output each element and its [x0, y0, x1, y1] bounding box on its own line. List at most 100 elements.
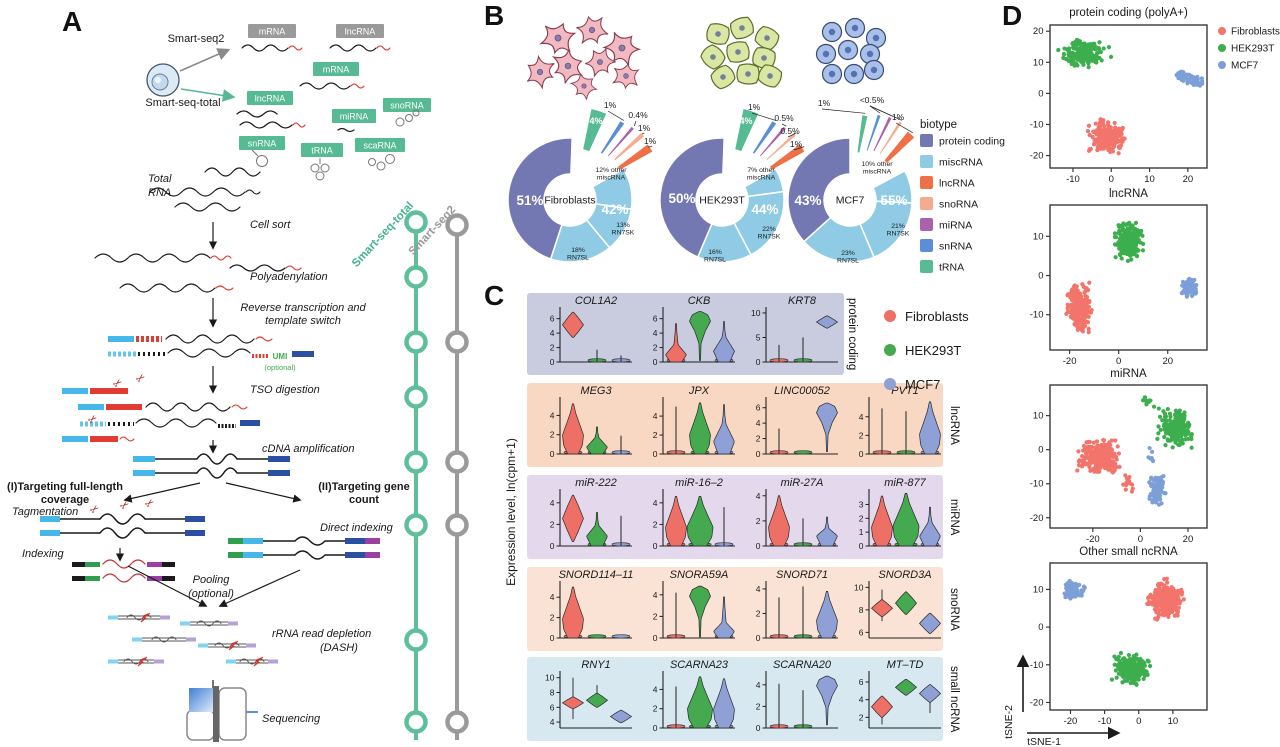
- svg-text:Indexing: Indexing: [22, 548, 64, 560]
- violin-Fibroblasts: [769, 344, 789, 363]
- mcf7-cell-icon: [844, 17, 866, 39]
- svg-text:0.5%: 0.5%: [780, 126, 800, 136]
- svg-text:Smart-seq2: Smart-seq2: [168, 33, 225, 45]
- donut-Fibroblasts: 4%1%0.4%1%1%51%42%12% othermiscRNA13%RN7…: [507, 100, 657, 263]
- svg-text:tRNA: tRNA: [939, 262, 964, 274]
- svg-text:0: 0: [653, 633, 658, 643]
- donut-MCF7: 1%<0.5%1%43%55%10% othermiscRNA21%RN7SK2…: [787, 95, 916, 265]
- violin-MCF7: [919, 612, 941, 634]
- violin-row-protein coding: COL1A20246CKB0246KRT80510: [527, 293, 844, 375]
- svg-text:Smart-seq-total: Smart-seq-total: [145, 97, 220, 109]
- panel-c-label: C: [484, 280, 505, 311]
- svg-text:0: 0: [756, 449, 761, 459]
- violin-Fibroblasts: [666, 592, 686, 639]
- violin-MCF7: [919, 401, 941, 455]
- svg-text:HEK293T: HEK293T: [1231, 44, 1274, 55]
- violin-MCF7: [713, 404, 735, 455]
- svg-text:10: 10: [545, 673, 555, 683]
- violin-HEK293T: [896, 411, 916, 455]
- svg-text:20: 20: [1183, 174, 1194, 185]
- svg-text:0: 0: [1116, 356, 1121, 367]
- svg-text:0: 0: [550, 633, 555, 643]
- svg-text:-20: -20: [1063, 356, 1077, 367]
- panel-b-donut-charts: 4%1%0.4%1%1%51%42%12% othermiscRNA13%RN7…: [507, 15, 1005, 274]
- violin-HEK293T: [586, 426, 608, 455]
- svg-text:scaRNA: scaRNA: [363, 141, 396, 151]
- svg-text:0.5%: 0.5%: [774, 113, 794, 123]
- svg-text:Tagmentation: Tagmentation: [12, 506, 78, 518]
- svg-text:template switch: template switch: [265, 315, 341, 327]
- svg-text:10: 10: [854, 582, 864, 592]
- svg-text:1%: 1%: [604, 100, 617, 110]
- violin-HEK293T: [793, 690, 813, 729]
- svg-text:miRNA: miRNA: [1110, 368, 1147, 380]
- lightning-bolt-icon: [137, 656, 148, 667]
- svg-text:Fibroblasts: Fibroblasts: [1231, 27, 1280, 38]
- panel-a-label: A: [62, 6, 83, 37]
- svg-text:UMI: UMI: [273, 352, 288, 361]
- violin-HEK293T: [895, 591, 917, 615]
- svg-text:4: 4: [859, 412, 864, 422]
- svg-text:4%: 4%: [739, 116, 752, 126]
- svg-text:protein coding: protein coding: [939, 136, 1005, 148]
- hek293t-cell-icon: [726, 41, 750, 63]
- svg-text:Other small ncRNA: Other small ncRNA: [1079, 546, 1178, 558]
- svg-text:MCF7: MCF7: [836, 195, 865, 207]
- violin-HEK293T: [689, 402, 711, 455]
- svg-text:1%: 1%: [638, 123, 651, 133]
- svg-text:protein coding (polyA+): protein coding (polyA+): [1069, 7, 1188, 19]
- violin-HEK293T: [689, 585, 711, 638]
- svg-text:0: 0: [653, 449, 658, 459]
- violin-MCF7: [713, 321, 735, 363]
- svg-text:0: 0: [1038, 445, 1043, 456]
- svg-text:snoRNA: snoRNA: [390, 101, 424, 111]
- violin-HEK293T: [892, 493, 920, 547]
- violin-MCF7: [611, 515, 631, 547]
- svg-text:12% other: 12% other: [596, 167, 628, 174]
- violin-MCF7: [611, 435, 631, 455]
- svg-text:2: 2: [653, 343, 658, 353]
- fibroblast-cell-icon: [576, 15, 609, 45]
- svg-text:8: 8: [550, 687, 555, 697]
- svg-text:4: 4: [653, 498, 658, 508]
- violin-Fibroblasts: [769, 597, 789, 639]
- svg-text:1%: 1%: [818, 98, 831, 108]
- violin-HEK293T: [793, 586, 813, 639]
- violin-Fibroblasts: [562, 494, 584, 543]
- svg-text:2: 2: [653, 519, 658, 529]
- svg-text:<0.5%: <0.5%: [860, 95, 885, 105]
- svg-text:42%: 42%: [601, 202, 628, 217]
- svg-text:TSO digestion: TSO digestion: [250, 384, 320, 396]
- svg-text:-20: -20: [1086, 534, 1100, 545]
- svg-text:4: 4: [653, 328, 658, 338]
- svg-text:10: 10: [1144, 174, 1155, 185]
- svg-text:2: 2: [550, 613, 555, 623]
- svg-text:0: 0: [1109, 174, 1114, 185]
- svg-text:0: 0: [653, 723, 658, 733]
- svg-text:0: 0: [1038, 271, 1043, 282]
- svg-text:lncRNA: lncRNA: [255, 94, 286, 104]
- svg-text:6: 6: [653, 314, 658, 324]
- lightning-bolt-icon: [253, 656, 264, 667]
- svg-text:LINC00052: LINC00052: [774, 385, 830, 397]
- svg-text:-10: -10: [1030, 479, 1044, 490]
- svg-text:4: 4: [756, 680, 761, 690]
- svg-text:0.4%: 0.4%: [628, 110, 648, 120]
- svg-text:3: 3: [859, 499, 864, 509]
- svg-text:SNORD71: SNORD71: [776, 569, 828, 581]
- svg-text:2: 2: [756, 608, 761, 618]
- svg-text:✂: ✂: [88, 502, 103, 517]
- svg-text:tSNE-2: tSNE-2: [1003, 705, 1015, 739]
- fibroblast-cell-icon: [611, 63, 640, 90]
- svg-text:SCARNA20: SCARNA20: [773, 659, 832, 671]
- expression-axis-label: Expression level, ln(cpm+1): [504, 438, 518, 586]
